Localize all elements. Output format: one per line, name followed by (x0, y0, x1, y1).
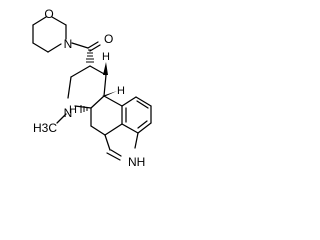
ring-a (121, 96, 152, 134)
c5-h-hash (80, 105, 88, 113)
c10-h-wedge (102, 91, 117, 96)
ring-nitrogen-label: N (64, 106, 73, 120)
pyrrole-ring (104, 132, 139, 161)
morpholine-oxygen-label: O (44, 7, 53, 21)
morpholine-ring (32, 16, 67, 53)
carbonyl-oxygen-label: O (104, 32, 113, 46)
morpholine-nitrogen-label: N (64, 37, 73, 51)
molecule-diagram: O N O N H3C NH H H H (32, 7, 152, 169)
amide-group (71, 41, 101, 52)
n-methyl-bond (56, 113, 67, 124)
c8-h-wedge (103, 62, 108, 75)
ring-c (90, 95, 123, 136)
indole-nh-label: NH (128, 155, 145, 169)
ring-d (67, 65, 107, 109)
structure-drawing: O N O N H3C NH H H H (32, 7, 152, 169)
c8-h-label: H (102, 51, 110, 63)
c8-hashed-bond (86, 49, 94, 63)
c5-h-label: H (69, 104, 77, 116)
c10-h-label: H (117, 85, 125, 97)
methyl-label: H3C (33, 121, 57, 135)
